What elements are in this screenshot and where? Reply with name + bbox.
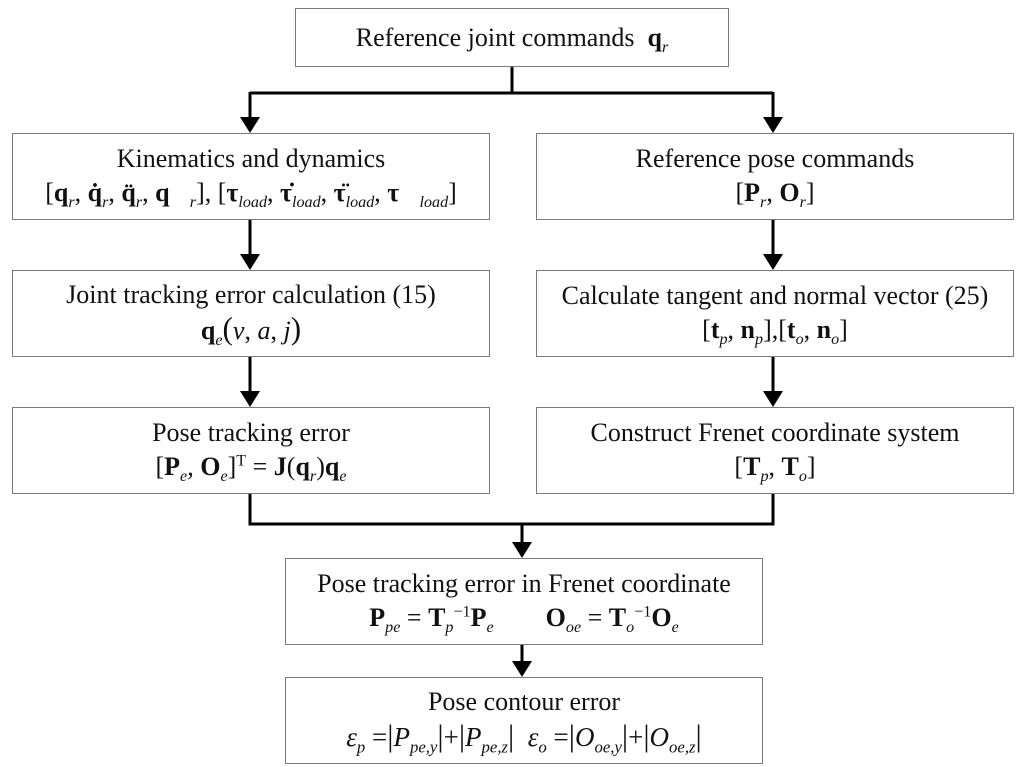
- node-title: Pose tracking error: [152, 417, 350, 447]
- arrowhead: [512, 542, 532, 558]
- symbol-q: q: [647, 22, 662, 52]
- arrowhead: [512, 661, 532, 677]
- node-title: Construct Frenet coordinate system: [590, 417, 960, 447]
- node-pose-tracking-error: Pose tracking error [Pe, Oe]T = J(qr)qe: [12, 407, 490, 494]
- node-formula: qe(v, a, j): [200, 310, 302, 349]
- node-reference-pose-commands: Reference pose commands [Pr, Or]: [536, 133, 1014, 220]
- node-title: Kinematics and dynamics: [116, 143, 386, 173]
- node-kinematics-dynamics: Kinematics and dynamics [qr, q̇r, q̈r, q…: [12, 133, 490, 220]
- arrowhead: [240, 254, 260, 270]
- arrowhead: [240, 391, 260, 407]
- node-tangent-normal-vector: Calculate tangent and normal vector (25)…: [536, 270, 1014, 357]
- node-reference-joint-commands: Reference joint commands qr: [295, 8, 729, 67]
- node-formula: [Tp, To]: [734, 451, 816, 485]
- node-title: Reference pose commands: [635, 143, 915, 173]
- node-formula: [qr, q̇r, q̈r, q⃛r], [τload, τ̇load, τ̈l…: [45, 177, 457, 211]
- node-formula: [Pr, Or]: [735, 177, 815, 211]
- node-title: Pose contour error: [427, 687, 621, 716]
- node-formula: [Pe, Oe]T = J(qr)qe: [155, 451, 347, 485]
- node-formula: Ppe = Tp−1Pe Ooe = To−1Oe: [369, 602, 679, 636]
- arrowhead: [763, 254, 783, 270]
- node-title: Calculate tangent and normal vector (25): [561, 280, 989, 310]
- node-formula: [tp, np],[to, no]: [702, 314, 848, 348]
- node-frenet-tracking-error: Pose tracking error in Frenet coordinate…: [285, 558, 763, 645]
- node-joint-tracking-error: Joint tracking error calculation (15) qe…: [12, 270, 490, 357]
- arrowhead: [763, 117, 783, 133]
- node-title: Pose tracking error in Frenet coordinate: [317, 568, 731, 598]
- node-title: Joint tracking error calculation (15): [66, 279, 436, 309]
- node-title: Reference joint commands: [355, 22, 635, 52]
- arrowhead: [240, 117, 260, 133]
- node-pose-contour-error: Pose contour error εp =|Ppe,y|+|Ppe,z| ε…: [285, 677, 763, 764]
- arrowhead: [763, 391, 783, 407]
- edge-merge: [248, 494, 775, 526]
- edge-ref-joint-split: [250, 67, 773, 95]
- node-formula: εp =|Ppe,y|+|Ppe,z| εo =|Ooe,y|+|Ooe,z|: [346, 718, 702, 757]
- node-construct-frenet: Construct Frenet coordinate system [Tp, …: [536, 407, 1014, 494]
